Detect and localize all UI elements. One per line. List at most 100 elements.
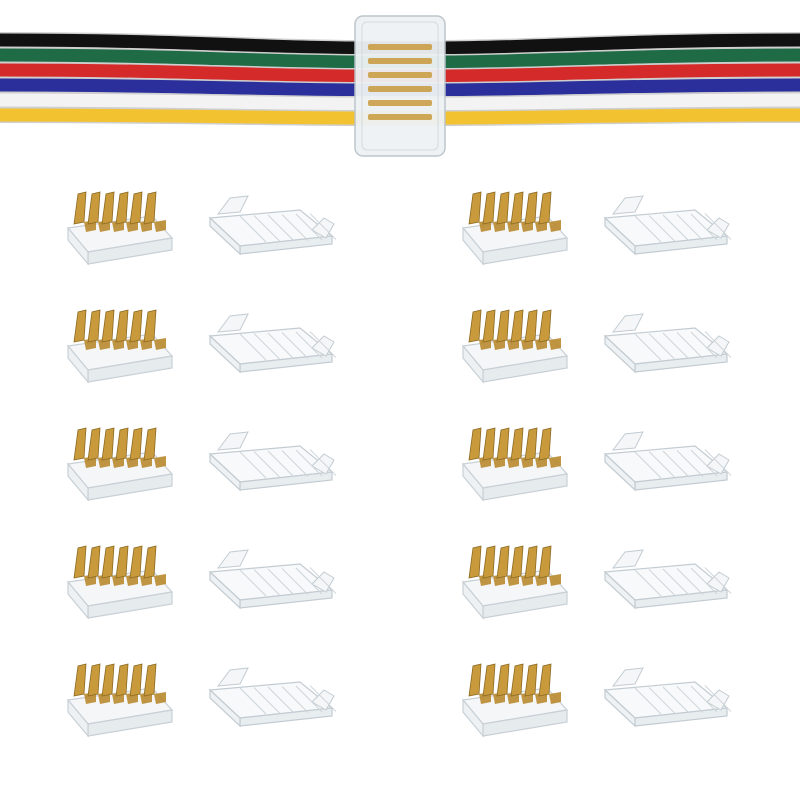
cover-rib [239, 333, 267, 361]
connector-base [60, 416, 180, 506]
gold-pin-tab [549, 574, 561, 586]
gold-pin [538, 427, 552, 461]
clear-cover [603, 549, 732, 610]
gold-pin [538, 545, 552, 579]
gold-pin [143, 309, 157, 343]
connector-cover [595, 424, 735, 504]
cover-rib [295, 685, 323, 713]
gold-pin [115, 427, 129, 461]
connector-base [455, 652, 575, 742]
connector-base [60, 652, 180, 742]
cover-rib [309, 449, 337, 476]
gold-pin [524, 191, 538, 225]
gold-pin [129, 663, 143, 697]
cover-rib [309, 685, 337, 712]
gold-pin [129, 191, 143, 225]
gold-contacts [73, 427, 166, 468]
gold-pin [87, 545, 101, 579]
clear-cover [208, 313, 337, 374]
connector-base [60, 298, 180, 388]
cover-rib [704, 567, 732, 594]
wire-harness [0, 15, 800, 157]
gold-contacts [73, 309, 166, 350]
cover-rib [239, 569, 267, 597]
cover-rib [690, 213, 718, 241]
inline-contact [368, 58, 432, 64]
cover-rib [704, 449, 732, 476]
clear-cover [603, 431, 732, 492]
cover-rib [662, 332, 690, 360]
gold-pin [538, 191, 552, 225]
cover-rib [634, 687, 662, 715]
connector-cover [595, 660, 735, 740]
gold-pin [482, 427, 496, 461]
cover-rib [690, 567, 718, 595]
gold-contacts [73, 545, 166, 586]
connector-base [455, 298, 575, 388]
cover-rib [239, 215, 267, 243]
gold-pin [143, 427, 157, 461]
gold-contacts [73, 191, 166, 232]
gold-pin [73, 191, 87, 225]
gold-pin [482, 545, 496, 579]
cover-rib [662, 568, 690, 596]
cover-rib [253, 215, 281, 242]
connector-cover [595, 306, 735, 386]
gold-pin [73, 545, 87, 579]
inline-contact [368, 100, 432, 106]
gold-pin [510, 545, 524, 579]
gold-pin [524, 663, 538, 697]
cover-rib [281, 568, 309, 595]
gold-contacts [468, 191, 561, 232]
gold-pin [115, 545, 129, 579]
cover-rib [662, 214, 690, 242]
gold-pin [101, 427, 115, 461]
cover-rib [253, 333, 281, 360]
gold-pin [510, 427, 524, 461]
cover-rib [281, 450, 309, 477]
gold-pin [496, 663, 510, 697]
cover-rib [295, 331, 323, 359]
gold-pin [101, 545, 115, 579]
cover-rib [662, 450, 690, 478]
cover-rib [634, 215, 662, 243]
cover-rib [239, 451, 267, 479]
gold-pin-tab [549, 220, 561, 232]
cover-rib [648, 215, 676, 242]
gold-contacts [73, 663, 166, 704]
cover-rib [295, 213, 323, 241]
connector-base [60, 534, 180, 624]
gold-pin [87, 309, 101, 343]
cover-rib [295, 449, 323, 477]
cover-rib [309, 567, 337, 594]
gold-pin [538, 663, 552, 697]
cover-rib [634, 451, 662, 479]
gold-pin-tab [549, 456, 561, 468]
gold-pin [482, 663, 496, 697]
cover-rib [648, 451, 676, 478]
gold-pin [510, 663, 524, 697]
connector-cover [200, 306, 340, 386]
gold-pin [468, 427, 482, 461]
gold-pin [115, 191, 129, 225]
clear-cover [208, 549, 337, 610]
gold-pin-tab [154, 338, 166, 350]
gold-pin [143, 191, 157, 225]
gold-contacts [468, 663, 561, 704]
cover-rib [239, 687, 267, 715]
cover-rib [648, 569, 676, 596]
connector-cover [200, 660, 340, 740]
gold-pin [101, 309, 115, 343]
cover-rib [267, 450, 295, 478]
cover-rib [281, 686, 309, 713]
cover-rib [267, 332, 295, 360]
gold-pin [101, 663, 115, 697]
gold-pin [73, 427, 87, 461]
connector-base [60, 180, 180, 270]
connector-base [455, 416, 575, 506]
cover-rib [690, 449, 718, 477]
gold-pin-tab [154, 574, 166, 586]
cover-rib [253, 569, 281, 596]
gold-pin [482, 309, 496, 343]
cover-rib [662, 686, 690, 714]
